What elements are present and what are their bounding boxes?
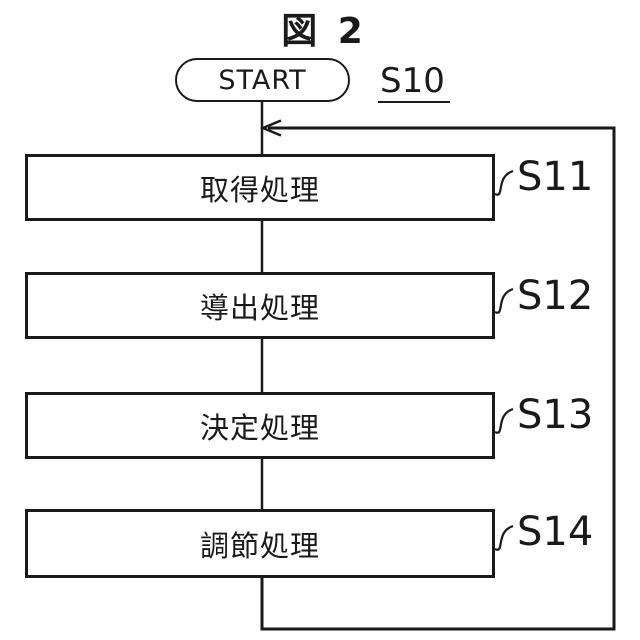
start-step-id: S10 xyxy=(378,64,450,103)
process-box-label: 調節処理 xyxy=(199,528,320,563)
feedback-loop-line xyxy=(260,126,616,631)
step-id-s13: S13 xyxy=(517,392,594,438)
step-id-s14: S14 xyxy=(517,509,594,555)
process-box-acquisition: 取得処理 xyxy=(25,154,495,221)
step1-reference-squiggle xyxy=(494,169,514,196)
process-box-adjustment: 調節処理 xyxy=(25,509,495,578)
figure-title: 図 2 xyxy=(281,11,367,52)
process-box-label: 導出処理 xyxy=(199,290,320,325)
step3-reference-squiggle xyxy=(494,407,514,434)
start-terminator: START xyxy=(175,58,350,102)
step4-reference-squiggle xyxy=(494,524,514,551)
process-box-derivation: 導出処理 xyxy=(25,272,495,339)
step-id-s12: S12 xyxy=(517,273,594,319)
loop-return-arrowhead-icon xyxy=(259,119,282,137)
process-box-label: 取得処理 xyxy=(199,172,320,207)
start-terminator-label: START xyxy=(218,64,307,96)
process-box-decision: 決定処理 xyxy=(25,392,495,459)
step2-reference-squiggle xyxy=(494,287,514,314)
step-id-s11: S11 xyxy=(517,154,594,200)
process-box-label: 決定処理 xyxy=(199,410,320,445)
